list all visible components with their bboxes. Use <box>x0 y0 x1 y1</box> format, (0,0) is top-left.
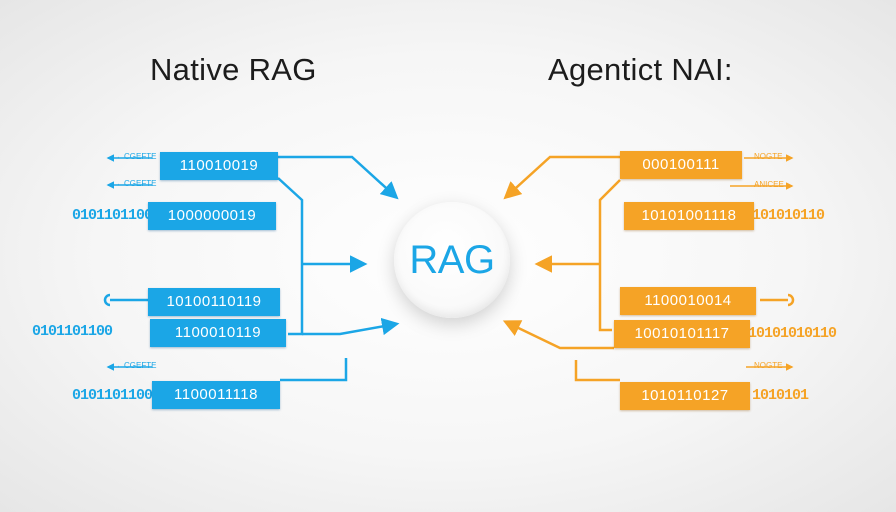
left-binary-stream-2: 0101101100 <box>32 323 113 340</box>
right-binary-stream-1: 101010110 <box>752 207 825 224</box>
left-data-box-1: 110010019 <box>160 152 278 180</box>
left-data-box-4: 1100010119 <box>150 319 286 347</box>
agentic-title: Agentict NAI: <box>548 52 733 87</box>
right-tag-arrows <box>730 154 794 371</box>
native-rag-title: Native RAG <box>150 52 317 87</box>
right-tag-3: NOGTE→ <box>754 361 791 370</box>
rag-hub: RAG <box>394 202 510 318</box>
right-data-box-1: 000100111 <box>620 151 742 179</box>
right-tag-2: ANICEE→ <box>754 180 792 189</box>
right-data-box-4: 10010101117 <box>614 320 750 348</box>
left-binary-stream-3: 0101101100 <box>72 387 153 404</box>
left-binary-stream-1: 0101101100 <box>72 207 153 224</box>
left-data-box-5: 1100011118 <box>152 381 280 409</box>
right-data-box-2: 10101001118 <box>624 202 754 230</box>
rag-hub-label: RAG <box>409 237 495 282</box>
left-tag-3: ←CGEFTE <box>116 361 157 370</box>
right-wiring <box>502 155 795 382</box>
right-data-box-3: 1100010014 <box>620 287 756 315</box>
left-data-box-3: 10100110119 <box>148 288 280 316</box>
left-data-box-2: 1000000019 <box>148 202 276 230</box>
right-data-box-5: 1010110127 <box>620 382 750 410</box>
left-tag-arrows <box>106 154 152 371</box>
right-tag-1: NOGTE→ <box>754 152 791 161</box>
left-wiring <box>103 155 400 382</box>
left-tag-2: ←CGEFTE <box>116 179 157 188</box>
right-binary-stream-2: 10101010110 <box>748 325 837 342</box>
left-tag-1: ←CGEFTE <box>116 152 157 161</box>
right-binary-stream-3: 1010101 <box>752 387 809 404</box>
